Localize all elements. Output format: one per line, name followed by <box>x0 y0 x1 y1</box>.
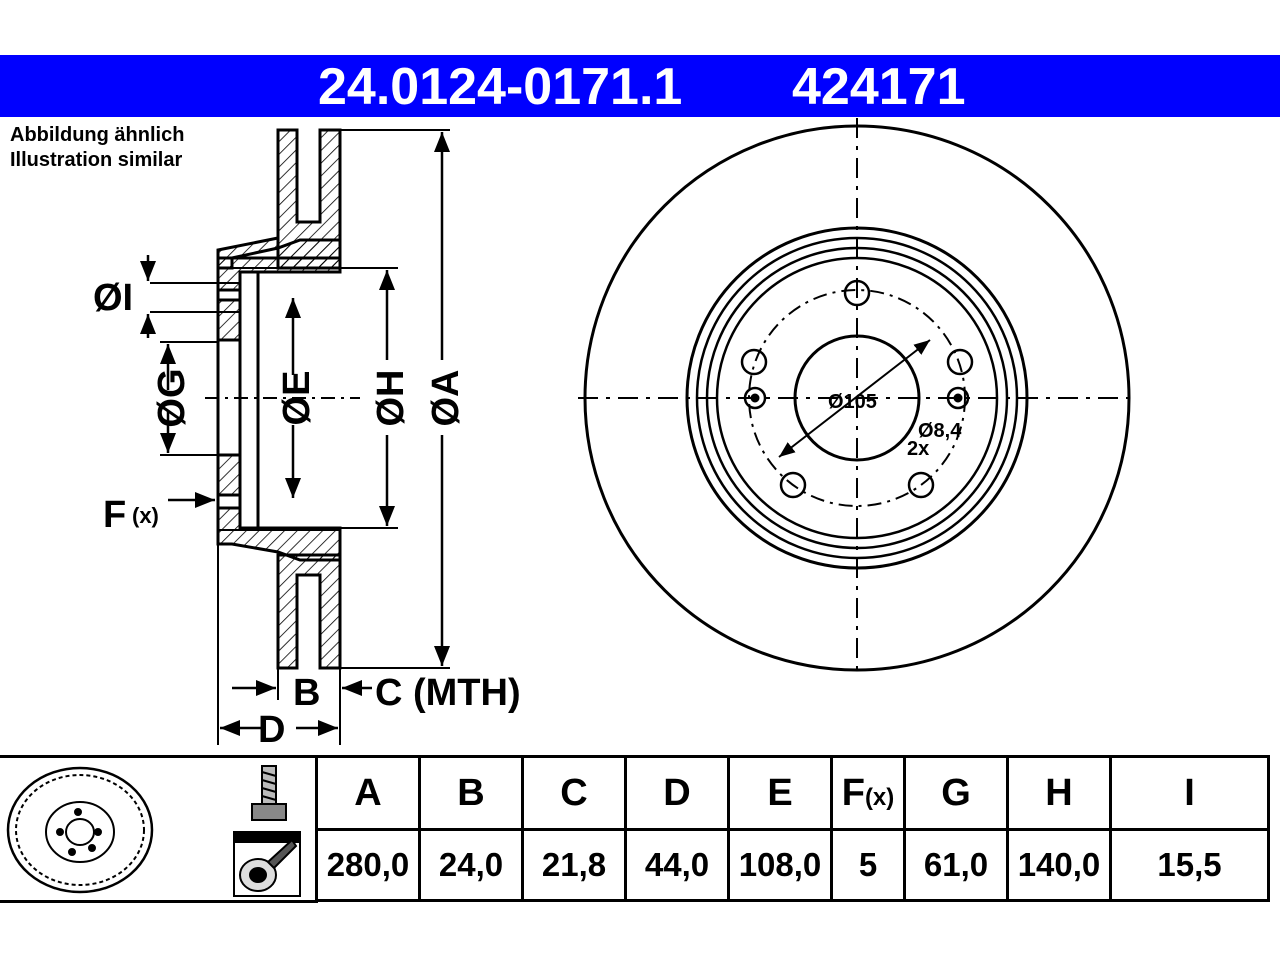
col-header-B: B <box>418 755 524 831</box>
svg-text:ØH: ØH <box>370 370 412 427</box>
dim-label-A: ØA <box>425 370 467 427</box>
table-value-row: 280,0 24,0 21,8 44,0 108,0 5 61,0 140,0 … <box>315 828 1270 902</box>
col-header-I: I <box>1109 755 1270 831</box>
front-view <box>578 118 1136 678</box>
value-E: 108,0 <box>727 828 833 902</box>
dim-label-H: ØH <box>370 370 412 427</box>
dim-label-F-sub: (x) <box>132 503 159 528</box>
col-header-F: F(x) <box>830 755 906 831</box>
article-number: 24.0124-0171.1 <box>318 58 683 116</box>
hub-bolt-check-icon <box>233 831 301 897</box>
svg-text:ØI: ØI <box>93 277 133 319</box>
table-header-row: A B C D E F(x) G H I <box>315 755 1270 831</box>
dim-label-G: ØG <box>151 368 193 427</box>
bolt-hole-count: 2x <box>907 438 929 460</box>
reference-number: 424171 <box>792 58 966 116</box>
value-B: 24,0 <box>418 828 524 902</box>
col-header-A: A <box>315 755 421 831</box>
title-bar: 24.0124-0171.1 424171 <box>0 55 1280 117</box>
dim-label-C: C (MTH) <box>375 672 521 714</box>
col-header-E: E <box>727 755 833 831</box>
dim-label-B: B <box>293 672 320 714</box>
col-header-C: C <box>521 755 627 831</box>
col-header-H: H <box>1006 755 1112 831</box>
dim-label-D: D <box>258 709 285 751</box>
svg-text:ØE: ØE <box>276 371 318 426</box>
value-H: 140,0 <box>1006 828 1112 902</box>
bolt-hole-label: Ø8,4 <box>918 420 962 442</box>
thumbnail-panel <box>0 755 318 903</box>
col-header-G: G <box>903 755 1009 831</box>
bolt-icon <box>251 765 287 821</box>
dim-label-E: ØE <box>276 371 318 426</box>
value-I: 15,5 <box>1109 828 1270 902</box>
col-header-D: D <box>624 755 730 831</box>
col-header-F-suffix: (x) <box>864 783 895 811</box>
dimension-table: A B C D E F(x) G H I 280,0 24,0 21,8 44,… <box>315 755 1270 902</box>
svg-text:ØG: ØG <box>151 368 193 427</box>
value-F: 5 <box>830 828 906 902</box>
caption-german: Abbildung ähnlich <box>10 124 185 146</box>
dim-label-I: ØI <box>93 277 133 319</box>
value-A: 280,0 <box>315 828 421 902</box>
value-C: 21,8 <box>521 828 627 902</box>
brake-disc-thumbnail-icon <box>6 766 154 894</box>
section-view <box>150 128 450 745</box>
caption-english: Illustration similar <box>10 149 183 171</box>
value-G: 61,0 <box>903 828 1009 902</box>
value-D: 44,0 <box>624 828 730 902</box>
dim-label-F: F <box>103 494 126 536</box>
col-header-F-letter: F <box>841 771 865 814</box>
svg-text:ØA: ØA <box>425 370 467 427</box>
center-bore-label: Ø105 <box>828 391 877 413</box>
